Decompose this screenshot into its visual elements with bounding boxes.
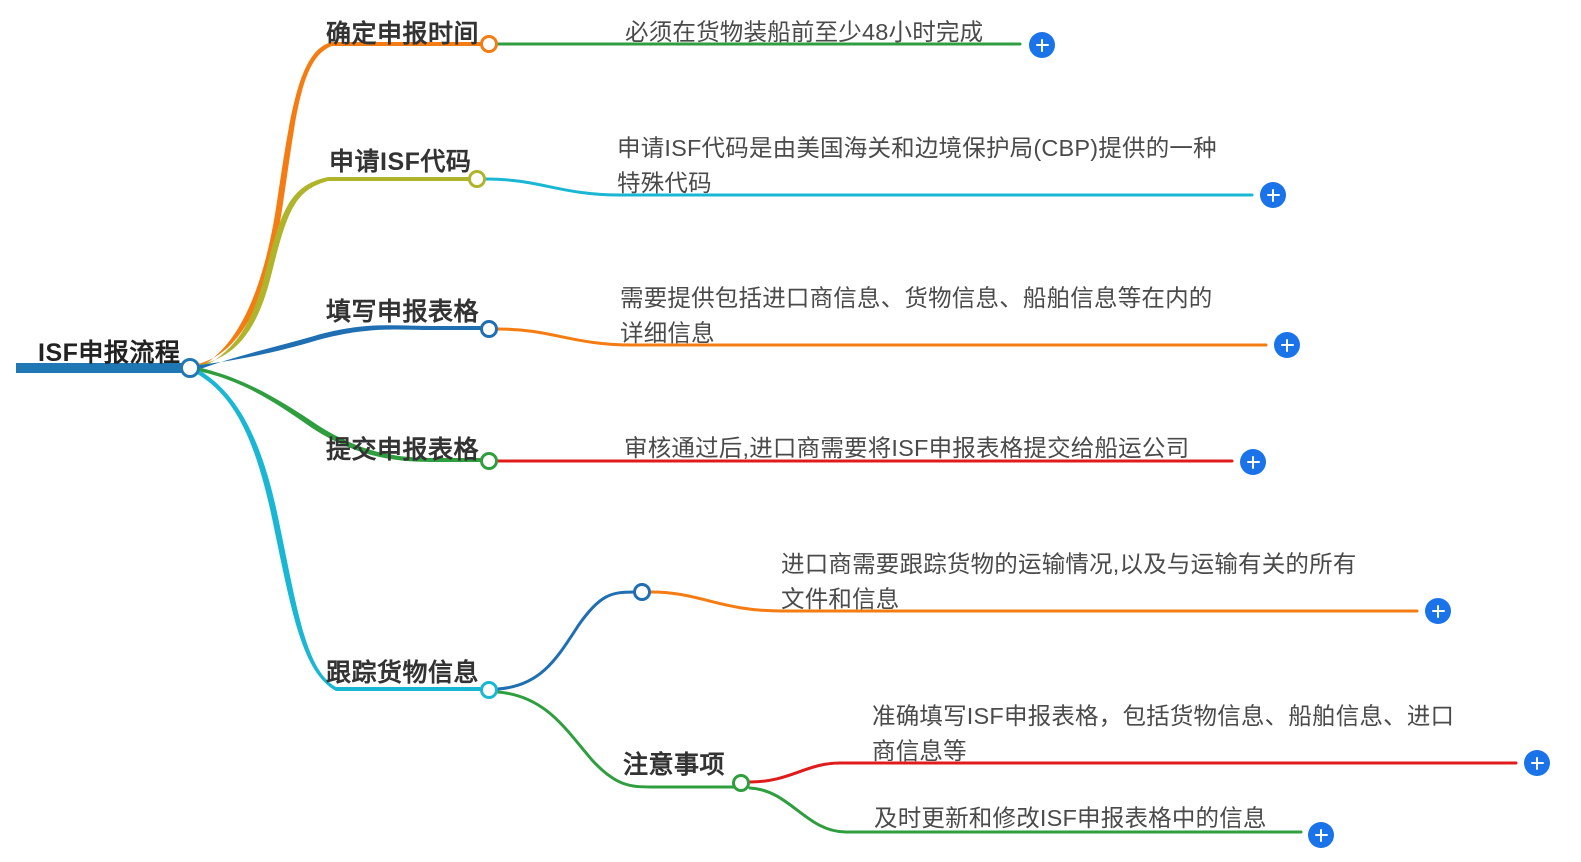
expand-button-declaration-time[interactable] <box>1029 32 1055 58</box>
node-dot-fill-form[interactable] <box>480 320 498 338</box>
plus-vertical-bar <box>1535 756 1539 770</box>
plus-vertical-bar <box>1040 38 1044 52</box>
plus-vertical-bar <box>1251 455 1255 469</box>
edge-detail-fill-form <box>496 327 1268 347</box>
plus-vertical-bar <box>1319 828 1323 842</box>
node-dot-declaration-time[interactable] <box>480 35 498 53</box>
plus-vertical-bar <box>1436 604 1440 618</box>
topic-label-notes[interactable]: 注意事项 <box>623 751 726 779</box>
edge-detail-isf-code <box>484 177 1254 197</box>
expand-button-tracking-detail[interactable] <box>1425 598 1451 624</box>
topic-label-declaration-time[interactable]: 确定申报时间 <box>326 20 480 48</box>
node-dot-isf-code[interactable] <box>468 170 486 188</box>
expand-button-fill-form[interactable] <box>1274 332 1300 358</box>
node-dot-submit-form[interactable] <box>480 452 498 470</box>
detail-label-notes-1-line-2: 商信息等 <box>872 738 967 764</box>
expand-button-submit-form[interactable] <box>1240 449 1266 475</box>
root-topic-label[interactable]: ISF申报流程 <box>38 339 181 367</box>
node-dot-tracking-detail[interactable] <box>633 583 651 601</box>
node-dot-track-cargo[interactable] <box>480 681 498 699</box>
detail-label-isf-code-line-1: 申请ISF代码是由美国海关和边境保护局(CBP)提供的一种 <box>617 135 1217 161</box>
node-dot-notes[interactable] <box>732 774 750 792</box>
detail-label-fill-form-line-2: 详细信息 <box>620 320 715 346</box>
detail-label-fill-form-line-1: 需要提供包括进口商信息、货物信息、船舶信息等在内的 <box>620 285 1213 311</box>
detail-label-declaration-time-line-1: 必须在货物装船前至少48小时完成 <box>625 19 984 45</box>
root-node-dot[interactable] <box>180 358 200 378</box>
expand-button-notes-1[interactable] <box>1524 750 1550 776</box>
expand-button-isf-code[interactable] <box>1260 182 1286 208</box>
edge-detail-notes-1 <box>748 761 1518 784</box>
edge-root-to-track-cargo <box>192 366 482 691</box>
detail-label-isf-code-line-2: 特殊代码 <box>617 170 712 196</box>
edge-root-to-fill-form <box>192 325 482 372</box>
detail-label-tracking-line-1: 进口商需要跟踪货物的运输情况,以及与运输有关的所有 <box>781 551 1357 577</box>
topic-label-track-cargo[interactable]: 跟踪货物信息 <box>326 659 480 687</box>
detail-label-tracking-line-2: 文件和信息 <box>781 586 900 612</box>
plus-vertical-bar <box>1285 338 1289 352</box>
detail-label-submit-form-line-1: 审核通过后,进口商需要将ISF申报表格提交给船运公司 <box>624 435 1190 461</box>
plus-vertical-bar <box>1271 188 1275 202</box>
detail-label-notes-1-line-1: 准确填写ISF申报表格，包括货物信息、船舶信息、进口 <box>872 703 1455 729</box>
expand-button-notes-2[interactable] <box>1308 822 1334 848</box>
edge-track-cargo-to-tracking-detail <box>496 590 636 691</box>
topic-label-submit-form[interactable]: 提交申报表格 <box>326 436 480 464</box>
edge-detail-tracking <box>649 590 1419 613</box>
edge-root-to-isf-code <box>192 177 470 372</box>
topic-label-isf-code[interactable]: 申请ISF代码 <box>329 148 472 176</box>
topic-label-fill-form[interactable]: 填写申报表格 <box>326 298 480 326</box>
detail-label-notes-2-line-1: 及时更新和修改ISF申报表格中的信息 <box>874 805 1267 831</box>
